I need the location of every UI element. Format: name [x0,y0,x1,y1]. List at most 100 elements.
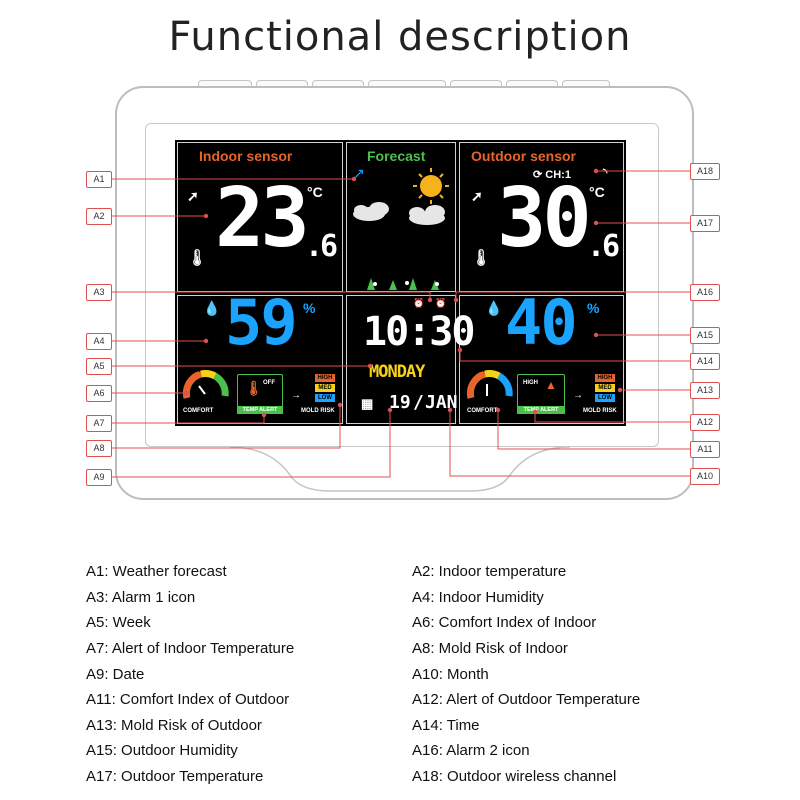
line-a8 [112,405,341,449]
pressure-arrow-icon: ↗ [353,166,365,182]
outdoor-alert-thermometer-icon: ▲ [545,378,557,392]
legend-left-8: A17: Outdoor Temperature [86,768,264,785]
callout-a4: A4 [86,333,112,350]
indoor-temp-value: 23 [215,171,310,266]
line-a3 [112,291,431,300]
legend-right-1: A4: Indoor Humidity [412,589,544,606]
callout-a11: A11 [690,441,720,458]
outdoor-temp-unit: °C [589,184,605,200]
line-a11 [497,410,690,450]
forecast-graphic: ↗ [353,166,449,290]
indoor-temp-decimal: .6 [305,229,338,264]
top-button-5 [450,80,502,89]
outdoor-trend-arrow-icon: ➚ [471,188,483,204]
outdoor-mold-high: HIGH [595,374,615,382]
indoor-mold-high: HIGH [315,374,335,382]
callout-a2: A2 [86,208,112,225]
forecast-header: Forecast [367,148,426,164]
indoor-mold-low: LOW [315,394,335,402]
weekday-value: MONDAY [369,362,425,382]
outdoor-channel: ⟳ CH:1 [533,169,571,181]
humidity-drop-icon: 💧 [203,300,221,316]
trend-arrow-icon: ➚ [187,188,199,204]
outdoor-mold-arrow-icon: → [573,390,583,401]
top-button-6 [506,80,558,89]
callout-a13: A13 [690,382,720,399]
indoor-mold-risk-label: MOLD RISK [301,408,335,414]
date-day: 19 [389,392,411,413]
sun-icon [413,168,449,204]
callout-a14: A14 [690,353,720,370]
channel-label: CH:1 [545,169,571,181]
top-button-3 [312,80,364,89]
top-button-2 [256,80,308,89]
legend-right-2: A6: Comfort Index of Indoor [412,614,597,631]
line-a10 [449,410,690,477]
indoor-comfort-gauge [182,370,229,399]
callout-a3: A3 [86,284,112,301]
indoor-mold-arrow-icon: → [291,390,301,401]
indoor-comfort-label: COMFORT [183,408,214,414]
top-button-4 [368,80,446,89]
grass-icon [367,278,439,290]
indoor-alert-off-label: OFF [263,380,275,386]
indoor-humidity-value: 59 [225,286,298,359]
indoor-sensor-header: Indoor sensor [199,148,293,164]
line-a14 [459,350,690,362]
date-month: JAN [425,392,458,413]
outdoor-comfort-label: COMFORT [467,408,498,414]
line-a7 [112,415,265,424]
legend-left-5: A11: Comfort Index of Outdoor [86,691,290,708]
outdoor-temp-value: 30 [497,171,592,266]
legend-right-0: A2: Indoor temperature [412,563,567,580]
alarm-1-icon: ⏰ [413,298,425,308]
callout-a18: A18 [690,163,720,180]
outdoor-alert-high-label: HIGH [523,380,538,386]
date-separator: / [413,392,424,413]
legend-left-3: A7: Alert of Indoor Temperature [86,640,295,657]
page-title: Functional description [168,14,632,60]
thermometer-icon: 🌡 [187,250,208,267]
outdoor-sensor-header: Outdoor sensor [471,148,577,164]
outdoor-humidity-drop-icon: 💧 [485,300,503,316]
outdoor-humidity-value: 40 [505,286,578,359]
indoor-mold-med: MED [315,384,335,392]
callout-a15: A15 [690,327,720,344]
lcd-screen: Indoor sensor Forecast Outdoor sensor ➚ … [175,140,626,426]
legend-right-5: A12: Alert of Outdoor Temperature [412,691,641,708]
callout-a5: A5 [86,358,112,375]
legend-right-8: A18: Outdoor wireless channel [412,768,617,785]
legend-left-7: A15: Outdoor Humidity [86,742,238,759]
legend-left-0: A1: Weather forecast [86,563,227,580]
line-a16 [455,291,690,300]
indoor-humidity-unit: % [303,300,316,316]
callout-a1: A1 [86,171,112,188]
legend-left-1: A3: Alarm 1 icon [86,589,196,606]
callout-a8: A8 [86,440,112,457]
outdoor-comfort-gauge [466,370,513,399]
legend-left-6: A13: Mold Risk of Outdoor [86,717,262,734]
legend-right-4: A10: Month [412,666,489,683]
indoor-temp-alert-label: TEMP ALERT [237,406,283,414]
indoor-temp-unit: °C [307,184,323,200]
callout-a17: A17 [690,215,720,232]
cloud-icon [353,202,445,225]
outdoor-temp-alert-label: TEMP ALERT [517,406,565,414]
callout-a6: A6 [86,385,112,402]
indoor-alert-thermometer-icon: 🌡 [245,380,263,396]
indoor-dry-label: DRY [189,368,202,374]
outdoor-temp-decimal: .6 [587,229,620,264]
stand-outline [230,446,570,492]
outdoor-dry-label: DRY [473,368,486,374]
callout-a12: A12 [690,414,720,431]
outdoor-humidity-unit: % [587,300,600,316]
calendar-icon: ▦ [361,396,374,411]
top-button-1 [198,80,252,89]
outdoor-mold-med: MED [595,384,615,392]
legend-left-4: A9: Date [86,666,145,683]
outdoor-mold-low: LOW [595,394,615,402]
callout-a7: A7 [86,415,112,432]
time-panel [346,295,456,424]
line-a9 [112,410,391,478]
